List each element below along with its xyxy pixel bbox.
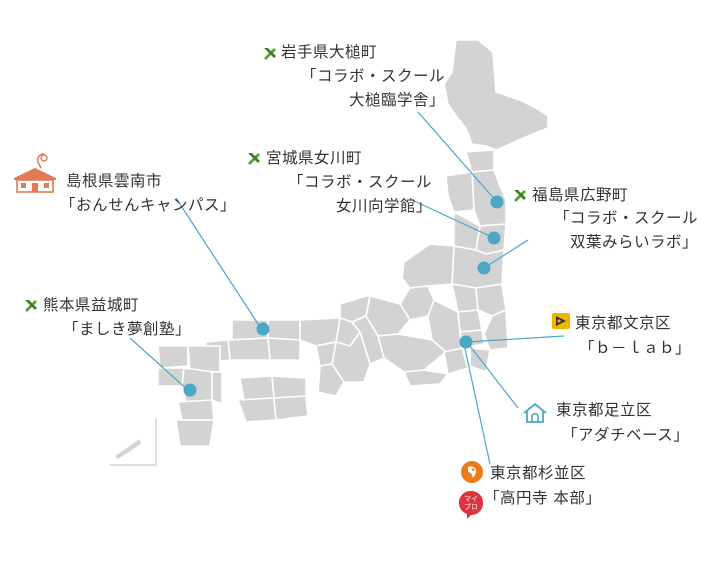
label-shimane: 島根県雲南市 「おんせんキャンパス」 [60, 172, 237, 214]
collab-icon [25, 300, 37, 312]
dot-fukushima[interactable] [477, 261, 491, 275]
label-kumamoto: 熊本県益城町 「ましき夢創塾」 [43, 296, 192, 338]
leader-fukushima [483, 239, 529, 269]
house-pin-icon [14, 153, 56, 193]
dot-tokyo[interactable] [459, 335, 473, 349]
leader-bunkyo [465, 335, 565, 343]
location-dots [183, 195, 504, 397]
parrot-icon [461, 461, 483, 483]
tohoku [445, 149, 507, 289]
leader-lines [129, 111, 565, 465]
speech-bubble-icon [459, 491, 483, 519]
shikoku [237, 375, 309, 423]
dot-shimane[interactable] [256, 322, 270, 336]
kansai [299, 295, 385, 397]
hokkaido [443, 39, 549, 151]
dot-kumamoto[interactable] [183, 383, 197, 397]
label-fukushima: 福島県広野町 [532, 186, 629, 204]
label-iwate: 岩手県大槌町 [281, 43, 378, 61]
label-suginami: 東京都杉並区 「高円寺 本部」 [484, 464, 602, 507]
leader-iwate [417, 111, 498, 203]
label-iwate-name: 「コラボ・スクール 大槌臨学舎」 [300, 67, 445, 109]
house-icon [523, 402, 547, 423]
collab-icon [264, 48, 276, 60]
mypro-badge: マイプロ [458, 490, 484, 519]
leader-adachi [469, 345, 519, 409]
collab-icon [248, 153, 260, 165]
leader-suginami [463, 343, 491, 465]
dot-iwate[interactable] [490, 195, 504, 209]
label-fukushima-name: 「コラボ・スクール 双葉みらいラボ」 [553, 209, 698, 251]
label-bunkyo: 東京都文京区 「ｂ－ｌａｂ」 [575, 314, 692, 357]
dot-miyagi[interactable] [487, 231, 501, 245]
leader-kumamoto [129, 337, 191, 393]
kanto-chubu [365, 243, 509, 387]
okinawa-inset [110, 418, 157, 466]
leader-shimane [175, 197, 263, 331]
bulb-icon [552, 313, 570, 329]
label-miyagi: 宮城県女川町 [266, 149, 363, 167]
label-adachi: 東京都足立区 「アダチベース」 [556, 401, 690, 444]
label-miyagi-name: 「コラボ・スクール 女川向学館」 [287, 173, 432, 215]
collab-icon [514, 190, 526, 202]
leader-miyagi [411, 199, 495, 239]
mypro-badge-text: マイプロ [464, 495, 478, 511]
